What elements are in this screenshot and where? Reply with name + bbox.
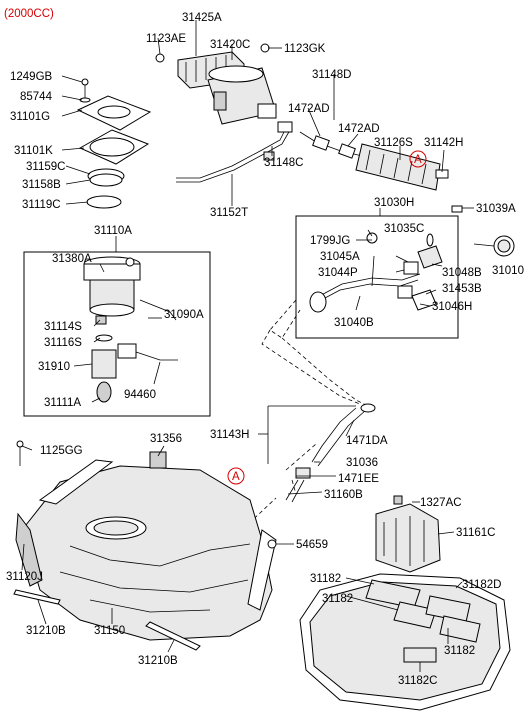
label-31030H: 31030H	[374, 197, 414, 209]
label-31142H: 31142H	[424, 137, 463, 149]
label-54659: 54659	[296, 539, 328, 551]
label-31210B-a: 31210B	[26, 625, 66, 637]
label-1799JG: 1799JG	[310, 235, 350, 247]
label-31158B: 31158B	[22, 179, 61, 191]
label-31425A: 31425A	[182, 12, 222, 24]
label-31101K: 31101K	[14, 145, 53, 157]
label-31110A: 31110A	[94, 225, 132, 237]
label-1471DA: 1471DA	[346, 435, 388, 447]
callout-a-top	[409, 150, 427, 168]
label-31159C: 31159C	[26, 161, 65, 173]
label-31420C: 31420C	[210, 39, 250, 51]
engine-note: (2000CC)	[4, 8, 54, 20]
label-31453B: 31453B	[442, 283, 482, 295]
label-1471EE: 1471EE	[338, 473, 379, 485]
fuel-tank	[13, 440, 277, 651]
label-1123AE: 1123AE	[146, 33, 186, 45]
label-31160B: 31160B	[324, 489, 363, 501]
filler-neck-box	[295, 215, 459, 339]
label-31046H: 31046H	[432, 301, 472, 313]
callout-a-top-letter: A	[414, 154, 422, 166]
callout-a-bottom	[227, 467, 245, 485]
label-31182D: 31182D	[462, 579, 501, 591]
label-31036: 31036	[346, 457, 378, 469]
label-31114S: 31114S	[44, 321, 82, 333]
label-31111A: 31111A	[44, 397, 81, 409]
label-31182-b: 31182	[322, 593, 353, 605]
label-31090A: 31090A	[164, 309, 204, 321]
label-31120J: 31120J	[6, 571, 43, 583]
label-31116S: 31116S	[44, 337, 82, 349]
label-1472AD-a: 1472AD	[288, 103, 330, 115]
pump-module-box	[23, 251, 211, 417]
label-31910: 31910	[38, 361, 70, 373]
label-31182C: 31182C	[398, 675, 437, 687]
lower-tank	[299, 495, 511, 711]
label-31040B: 31040B	[334, 317, 374, 329]
label-31380A: 31380A	[52, 253, 92, 265]
label-31039A: 31039A	[476, 203, 516, 215]
label-1472AD-b: 1472AD	[338, 123, 380, 135]
label-1125GG: 1125GG	[40, 445, 83, 457]
label-31045A: 31045A	[320, 251, 360, 263]
label-1249GB: 1249GB	[10, 71, 53, 83]
label-31148C: 31148C	[264, 157, 303, 169]
label-31143H: 31143H	[210, 429, 249, 441]
pump-module	[83, 256, 178, 403]
label-31035C: 31035C	[384, 223, 424, 235]
label-1123GK: 1123GK	[284, 43, 326, 55]
label-31048B: 31048B	[442, 267, 482, 279]
label-31182-c: 31182	[444, 645, 475, 657]
filler-neck-assembly	[309, 232, 443, 313]
label-31210B-b: 31210B	[138, 655, 178, 667]
callout-a-bottom-letter: A	[232, 471, 240, 483]
leader-lines	[21, 20, 495, 672]
label-31148D: 31148D	[312, 69, 351, 81]
label-31182-a: 31182	[310, 573, 341, 585]
label-31044P: 31044P	[318, 267, 358, 279]
part-labels: 31425A 1123AE 31420C 1123GK 31148D 1249G…	[6, 12, 524, 687]
label-31126S: 31126S	[374, 137, 413, 149]
label-94460: 94460	[124, 389, 156, 401]
label-31101G: 31101G	[10, 111, 50, 123]
label-31119C: 31119C	[22, 199, 61, 211]
label-85744: 85744	[20, 91, 53, 103]
label-31161C: 31161C	[456, 527, 495, 539]
label-31356: 31356	[150, 433, 182, 445]
canister-assembly	[155, 43, 277, 125]
label-31152T: 31152T	[210, 207, 248, 219]
label-31150: 31150	[94, 625, 125, 637]
label-1327AC: 1327AC	[420, 497, 462, 509]
label-31010: 31010	[492, 265, 524, 277]
